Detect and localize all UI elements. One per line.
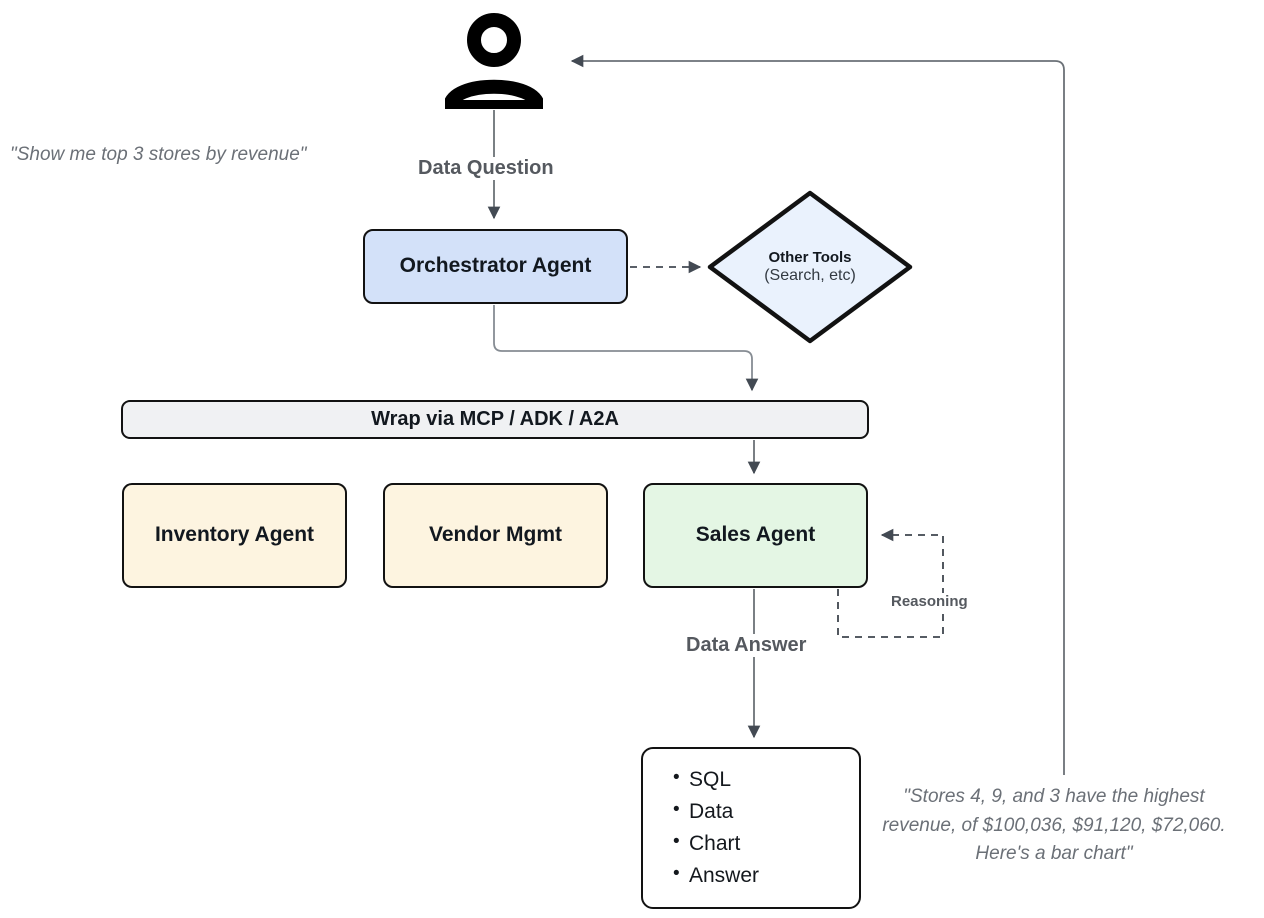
- node-inventory-agent[interactable]: Inventory Agent: [122, 483, 347, 588]
- list-item: Data: [673, 796, 759, 828]
- annotation-final-answer-line1: "Stores 4, 9, and 3 have the highest: [903, 786, 1205, 807]
- node-sales-agent[interactable]: Sales Agent: [643, 483, 868, 588]
- node-mcp-wrap-bar[interactable]: Wrap via MCP / ADK / A2A: [121, 400, 869, 439]
- vendor-mgmt-label: Vendor Mgmt: [428, 523, 562, 547]
- edge-label-reasoning: Reasoning: [887, 593, 972, 610]
- other-tools-sublabel: (Search, etc): [764, 267, 856, 285]
- node-output-box[interactable]: SQL Data Chart Answer: [641, 747, 861, 909]
- output-list: SQL Data Chart Answer: [659, 764, 759, 892]
- annotation-final-answer-line2: revenue, of $100,036, $91,120, $72,060.: [882, 814, 1226, 836]
- edge-label-data-question: Data Question: [414, 157, 558, 180]
- node-vendor-mgmt[interactable]: Vendor Mgmt: [383, 483, 608, 588]
- orchestrator-agent-label: Orchestrator Agent: [399, 254, 592, 278]
- node-other-tools[interactable]: Other Tools (Search, etc): [705, 188, 915, 346]
- other-tools-label: Other Tools: [768, 248, 852, 266]
- mcp-wrap-bar-label: Wrap via MCP / ADK / A2A: [371, 408, 619, 430]
- edge-answer-feedback-to-person: [570, 54, 1065, 775]
- annotation-final-answer-line3: Here's a bar chart": [975, 843, 1133, 864]
- annotation-final-answer: "Stores 4, 9, and 3 have the highest rev…: [866, 783, 1242, 869]
- node-orchestrator-agent[interactable]: Orchestrator Agent: [363, 229, 628, 304]
- inventory-agent-label: Inventory Agent: [154, 523, 315, 547]
- list-item: Answer: [673, 860, 759, 892]
- edge-reasoning-loop: [837, 528, 944, 638]
- annotation-user-question: "Show me top 3 stores by revenue": [10, 144, 307, 165]
- edge-orchestrator-to-mcp: [493, 305, 759, 392]
- sales-agent-label: Sales Agent: [695, 523, 816, 547]
- edge-label-data-answer: Data Answer: [682, 634, 811, 657]
- user-icon: [443, 12, 545, 114]
- list-item: Chart: [673, 828, 759, 860]
- list-item: SQL: [673, 764, 759, 796]
